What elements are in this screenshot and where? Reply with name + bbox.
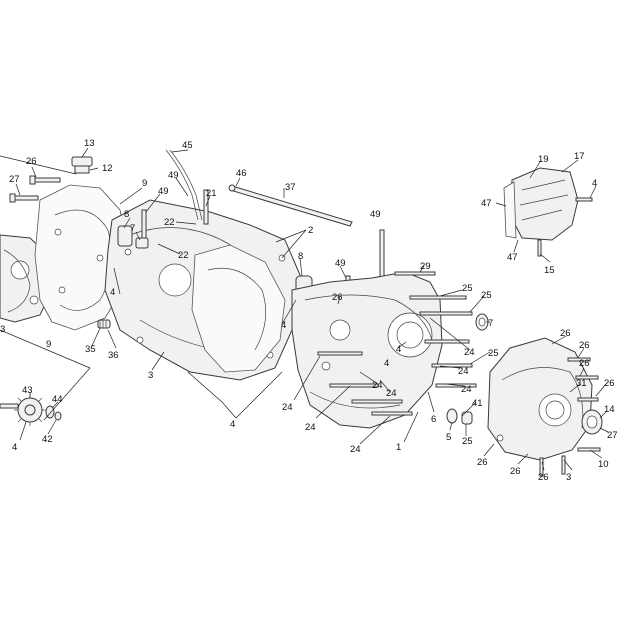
callout-44: 42 (42, 434, 53, 445)
callout-9: 9 (46, 339, 51, 350)
oil-seal-right (475, 313, 489, 331)
callout-41: 43 (22, 385, 33, 396)
callout-37: 37 (285, 182, 296, 193)
callout-49: 49 (158, 186, 169, 197)
callout-21: 21 (206, 188, 217, 199)
crankcase-right-half (291, 271, 443, 429)
callout-13: 13 (84, 138, 95, 149)
callout-4: 19 (538, 154, 549, 165)
callout-24: 24 (282, 402, 293, 413)
callout-10: 26 (477, 457, 488, 468)
callout-3: 3 (148, 370, 153, 381)
callout-8: 8 (124, 209, 129, 220)
callout-25: 25 (481, 290, 492, 301)
callout-27: 10 (598, 459, 609, 470)
callout-31: 14 (604, 404, 615, 415)
callout-46: 46 (236, 168, 247, 179)
callout-27: 27 (9, 174, 20, 185)
callout-36: 36 (108, 350, 119, 361)
callout-26: 26 (579, 340, 590, 351)
callout-29: 29 (420, 261, 431, 272)
callout-8: 8 (298, 251, 303, 262)
leader-lines (0, 147, 609, 471)
callout-26: 26 (579, 358, 590, 369)
callout-24: 24 (386, 388, 397, 399)
callout-24: 24 (461, 384, 472, 395)
callout-12: 12 (102, 163, 113, 174)
callout-24: 24 (350, 444, 361, 455)
callout-49: 49 (168, 170, 179, 181)
callout-47: 4 (592, 178, 597, 189)
callout-35: 35 (85, 344, 96, 355)
callout-47: 15 (544, 265, 555, 276)
case-bolts (317, 271, 477, 416)
callout-4: 6 (431, 414, 436, 425)
ignition-cover (487, 337, 593, 461)
callout-42: 4 (12, 442, 17, 453)
crankcase-gasket (191, 244, 286, 373)
cover-bolts-right (539, 357, 601, 477)
callout-45: 45 (182, 140, 193, 151)
callout-26: 3 (566, 472, 571, 483)
oil-filler-cap (71, 156, 93, 174)
bolts-top-left (9, 175, 61, 203)
callout-19: 17 (574, 151, 585, 162)
callout-25: 25 (462, 283, 473, 294)
callout-26: 26 (604, 378, 615, 389)
callout-26: 26 (332, 292, 343, 303)
callout-26: 31 (576, 378, 587, 389)
callout-17: 47 (481, 198, 492, 209)
callout-5: 25 (462, 436, 473, 447)
callout-24: 24 (458, 366, 469, 377)
callout-25: 25 (488, 348, 499, 359)
callout-22: 22 (164, 217, 175, 228)
long-shaft-rod (228, 184, 353, 227)
callout-14: 27 (607, 430, 618, 441)
callout-49: 49 (335, 258, 346, 269)
callout-4: 4 (281, 320, 286, 331)
callout-24: 1 (396, 442, 401, 453)
callout-3: 3 (0, 324, 5, 335)
callout-1: 4 (230, 419, 235, 430)
callout-22: 22 (178, 250, 189, 261)
inspection-plug (581, 409, 603, 435)
callout-25: 41 (472, 398, 483, 409)
callout-6: 5 (446, 432, 451, 443)
callout-26: 26 (26, 156, 37, 167)
callout-4: 4 (396, 344, 401, 355)
callout-7: 7 (130, 223, 135, 234)
callout-24: 24 (464, 347, 475, 358)
callout-4: 4 (384, 358, 389, 369)
washer-and-plug (446, 408, 473, 425)
callout-26: 26 (510, 466, 521, 477)
callout-26: 26 (538, 472, 549, 483)
callout-49: 49 (370, 209, 381, 220)
callout-7: 7 (488, 318, 493, 329)
callout-43: 44 (52, 394, 63, 405)
springs (97, 319, 111, 329)
callout-24: 24 (372, 380, 383, 391)
water-pump-cover (503, 167, 593, 257)
callout-4: 4 (110, 287, 115, 298)
callout-4: 47 (507, 252, 518, 263)
callout-9: 9 (142, 178, 147, 189)
callout-15: 26 (560, 328, 571, 339)
callout-24: 24 (305, 422, 316, 433)
breather-hose (165, 149, 203, 221)
callout-2: 2 (308, 225, 313, 236)
callout-labels: 13 12 26 27 9 49 45 49 21 46 37 8 7 22 2… (0, 138, 618, 483)
